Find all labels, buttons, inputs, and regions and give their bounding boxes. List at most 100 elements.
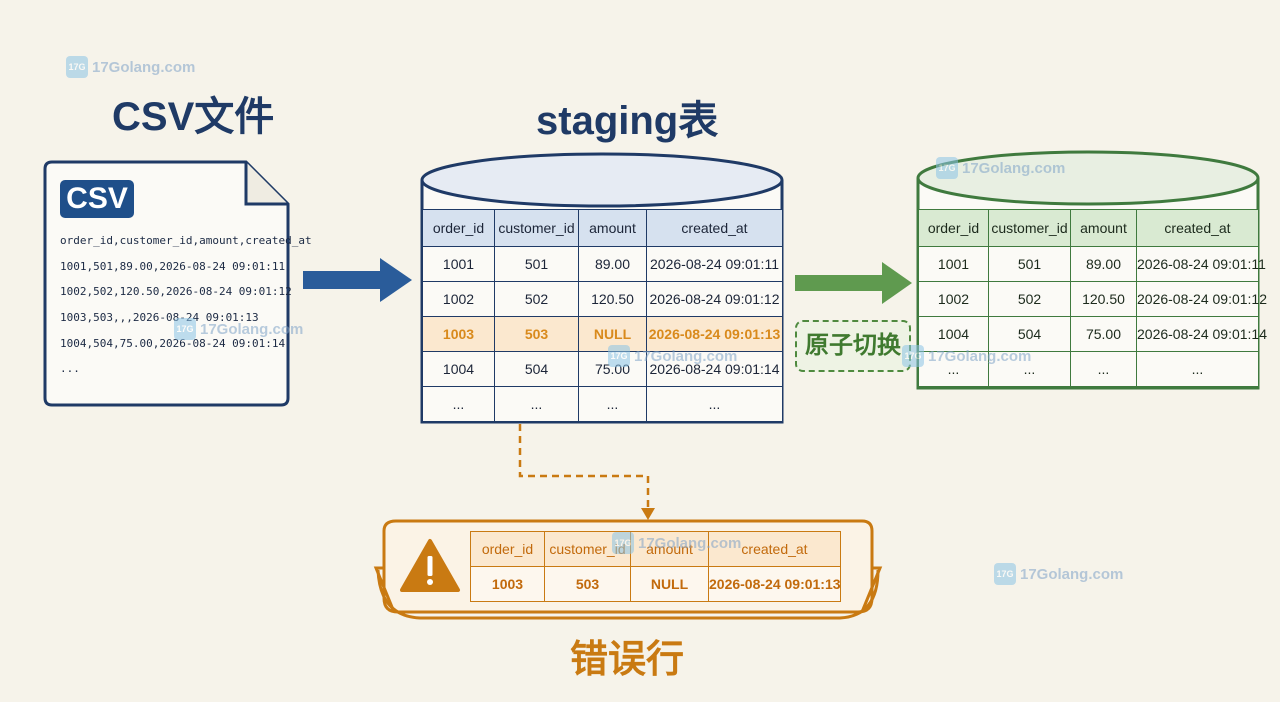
csv-line: 1003,503,,,2026-08-24 09:01:13 — [60, 311, 259, 325]
table-cell: NULL — [630, 566, 709, 602]
table-cell: 2026-08-24 09:01:11 — [1136, 246, 1266, 282]
green-arrow-icon — [795, 262, 912, 304]
table-cell: 1001 — [422, 246, 495, 282]
table-header-row: order_id customer_id amount created_at — [918, 209, 1259, 247]
column-header: created_at — [1136, 209, 1259, 247]
csv-badge: CSV — [60, 180, 134, 218]
table-cell: 75.00 — [1070, 316, 1137, 352]
table-cell: 1003 — [470, 566, 545, 602]
table-cell: 120.50 — [1070, 281, 1137, 317]
final-table: order_id customer_id amount created_at 1… — [918, 209, 1267, 387]
table-cell: ... — [646, 386, 783, 422]
table-cell: 2026-08-24 09:01:14 — [646, 351, 783, 387]
warning-icon — [400, 539, 460, 592]
table-cell: 1001 — [918, 246, 989, 282]
table-cell: 2026-08-24 09:01:12 — [1136, 281, 1267, 317]
watermark-logo-icon: 17G — [608, 345, 630, 367]
watermark-text: 17Golang.com — [638, 534, 742, 552]
table-cell: 502 — [494, 281, 579, 317]
column-header: amount — [578, 209, 647, 247]
column-header: created_at — [646, 209, 783, 247]
watermark-text: 17Golang.com — [1020, 565, 1124, 583]
table-cell: 503 — [544, 566, 631, 602]
watermark-logo-icon: 17G — [612, 532, 634, 554]
table-cell: 1002 — [918, 281, 989, 317]
watermark-logo-icon: 17G — [902, 345, 924, 367]
csv-line: 1001,501,89.00,2026-08-24 09:01:11 — [60, 259, 286, 273]
table-row: 1001 501 89.00 2026-08-24 09:01:11 — [918, 246, 1266, 282]
watermark-logo-icon: 17G — [936, 157, 958, 179]
column-header: amount — [630, 531, 709, 567]
table-cell: 504 — [494, 351, 579, 387]
watermark-text: 17Golang.com — [634, 347, 738, 365]
table-cell: 504 — [988, 316, 1071, 352]
watermark-text: 17Golang.com — [92, 58, 196, 76]
table-cell: 2026-08-24 09:01:13 — [646, 316, 783, 352]
column-header: customer_id — [494, 209, 579, 247]
watermark-logo-icon: 17G — [66, 56, 88, 78]
csv-document-fold — [244, 162, 288, 206]
watermark-text: 17Golang.com — [200, 320, 304, 338]
table-cell: ... — [988, 351, 1071, 387]
column-header: amount — [1070, 209, 1137, 247]
watermark-logo-icon: 17G — [174, 318, 196, 340]
atomic-switch-label: 原子切换 — [795, 320, 911, 372]
table-row-error-highlight: 1003 503 NULL 2026-08-24 09:01:13 — [422, 316, 783, 352]
table-row: ... ... ... ... — [918, 351, 1259, 387]
table-cell: 120.50 — [578, 281, 647, 317]
column-header: order_id — [422, 209, 495, 247]
csv-line: ... — [60, 362, 80, 376]
column-header: order_id — [918, 209, 989, 247]
table-cell: 501 — [988, 246, 1071, 282]
watermark-text: 17Golang.com — [962, 159, 1066, 177]
table-cell: 502 — [988, 281, 1071, 317]
table-cell: ... — [422, 386, 495, 422]
table-cell: 1004 — [918, 316, 989, 352]
table-cell: 1002 — [422, 281, 495, 317]
table-cell: 503 — [494, 316, 579, 352]
table-row: ... ... ... ... — [422, 386, 783, 422]
table-cell: 501 — [494, 246, 579, 282]
csv-file-title: CSV文件 — [112, 95, 275, 139]
table-cell: 89.00 — [578, 246, 647, 282]
staging-table: order_id customer_id amount created_at 1… — [422, 209, 783, 422]
csv-document-icon — [43, 160, 290, 407]
csv-line: 1002,502,120.50,2026-08-24 09:01:12 — [60, 285, 292, 299]
table-header-row: order_id customer_id amount created_at — [422, 209, 783, 247]
csv-line: order_id,customer_id,amount,created_at — [60, 234, 312, 247]
column-header: customer_id — [988, 209, 1071, 247]
watermark-text: 17Golang.com — [928, 347, 1032, 365]
table-cell: 2026-08-24 09:01:12 — [646, 281, 783, 317]
csv-content: order_id,customer_id,amount,created_at 1… — [60, 232, 312, 386]
table-cell: 1004 — [422, 351, 495, 387]
table-cell: 2026-08-24 09:01:13 — [708, 566, 841, 602]
table-row: 1001 501 89.00 2026-08-24 09:01:11 — [422, 246, 783, 282]
table-cell: ... — [1070, 351, 1137, 387]
table-row: 1003 503 NULL 2026-08-24 09:01:13 — [470, 566, 841, 602]
blue-arrow-icon — [303, 258, 412, 302]
table-row: 1002 502 120.50 2026-08-24 09:01:12 — [422, 281, 783, 317]
table-cell: ... — [1136, 351, 1259, 387]
dashed-arrow-icon — [518, 424, 655, 520]
table-cell: ... — [578, 386, 647, 422]
table-row: 1004 504 75.00 2026-08-24 09:01:14 — [918, 316, 1267, 352]
table-cell: ... — [494, 386, 579, 422]
table-cell: ... — [918, 351, 989, 387]
csv-line: 1004,504,75.00,2026-08-24 09:01:14 — [60, 336, 286, 350]
table-cell: 2026-08-24 09:01:11 — [646, 246, 783, 282]
error-rows-title: 错误行 — [570, 639, 685, 681]
table-header-row: order_id customer_id amount created_at — [470, 531, 841, 567]
watermark-logo-icon: 17G — [994, 563, 1016, 585]
table-cell: 1003 — [422, 316, 495, 352]
staging-title: staging表 — [536, 99, 719, 143]
table-cell: 2026-08-24 09:01:14 — [1136, 316, 1267, 352]
column-header: created_at — [708, 531, 841, 567]
table-row: 1002 502 120.50 2026-08-24 09:01:12 — [918, 281, 1267, 317]
